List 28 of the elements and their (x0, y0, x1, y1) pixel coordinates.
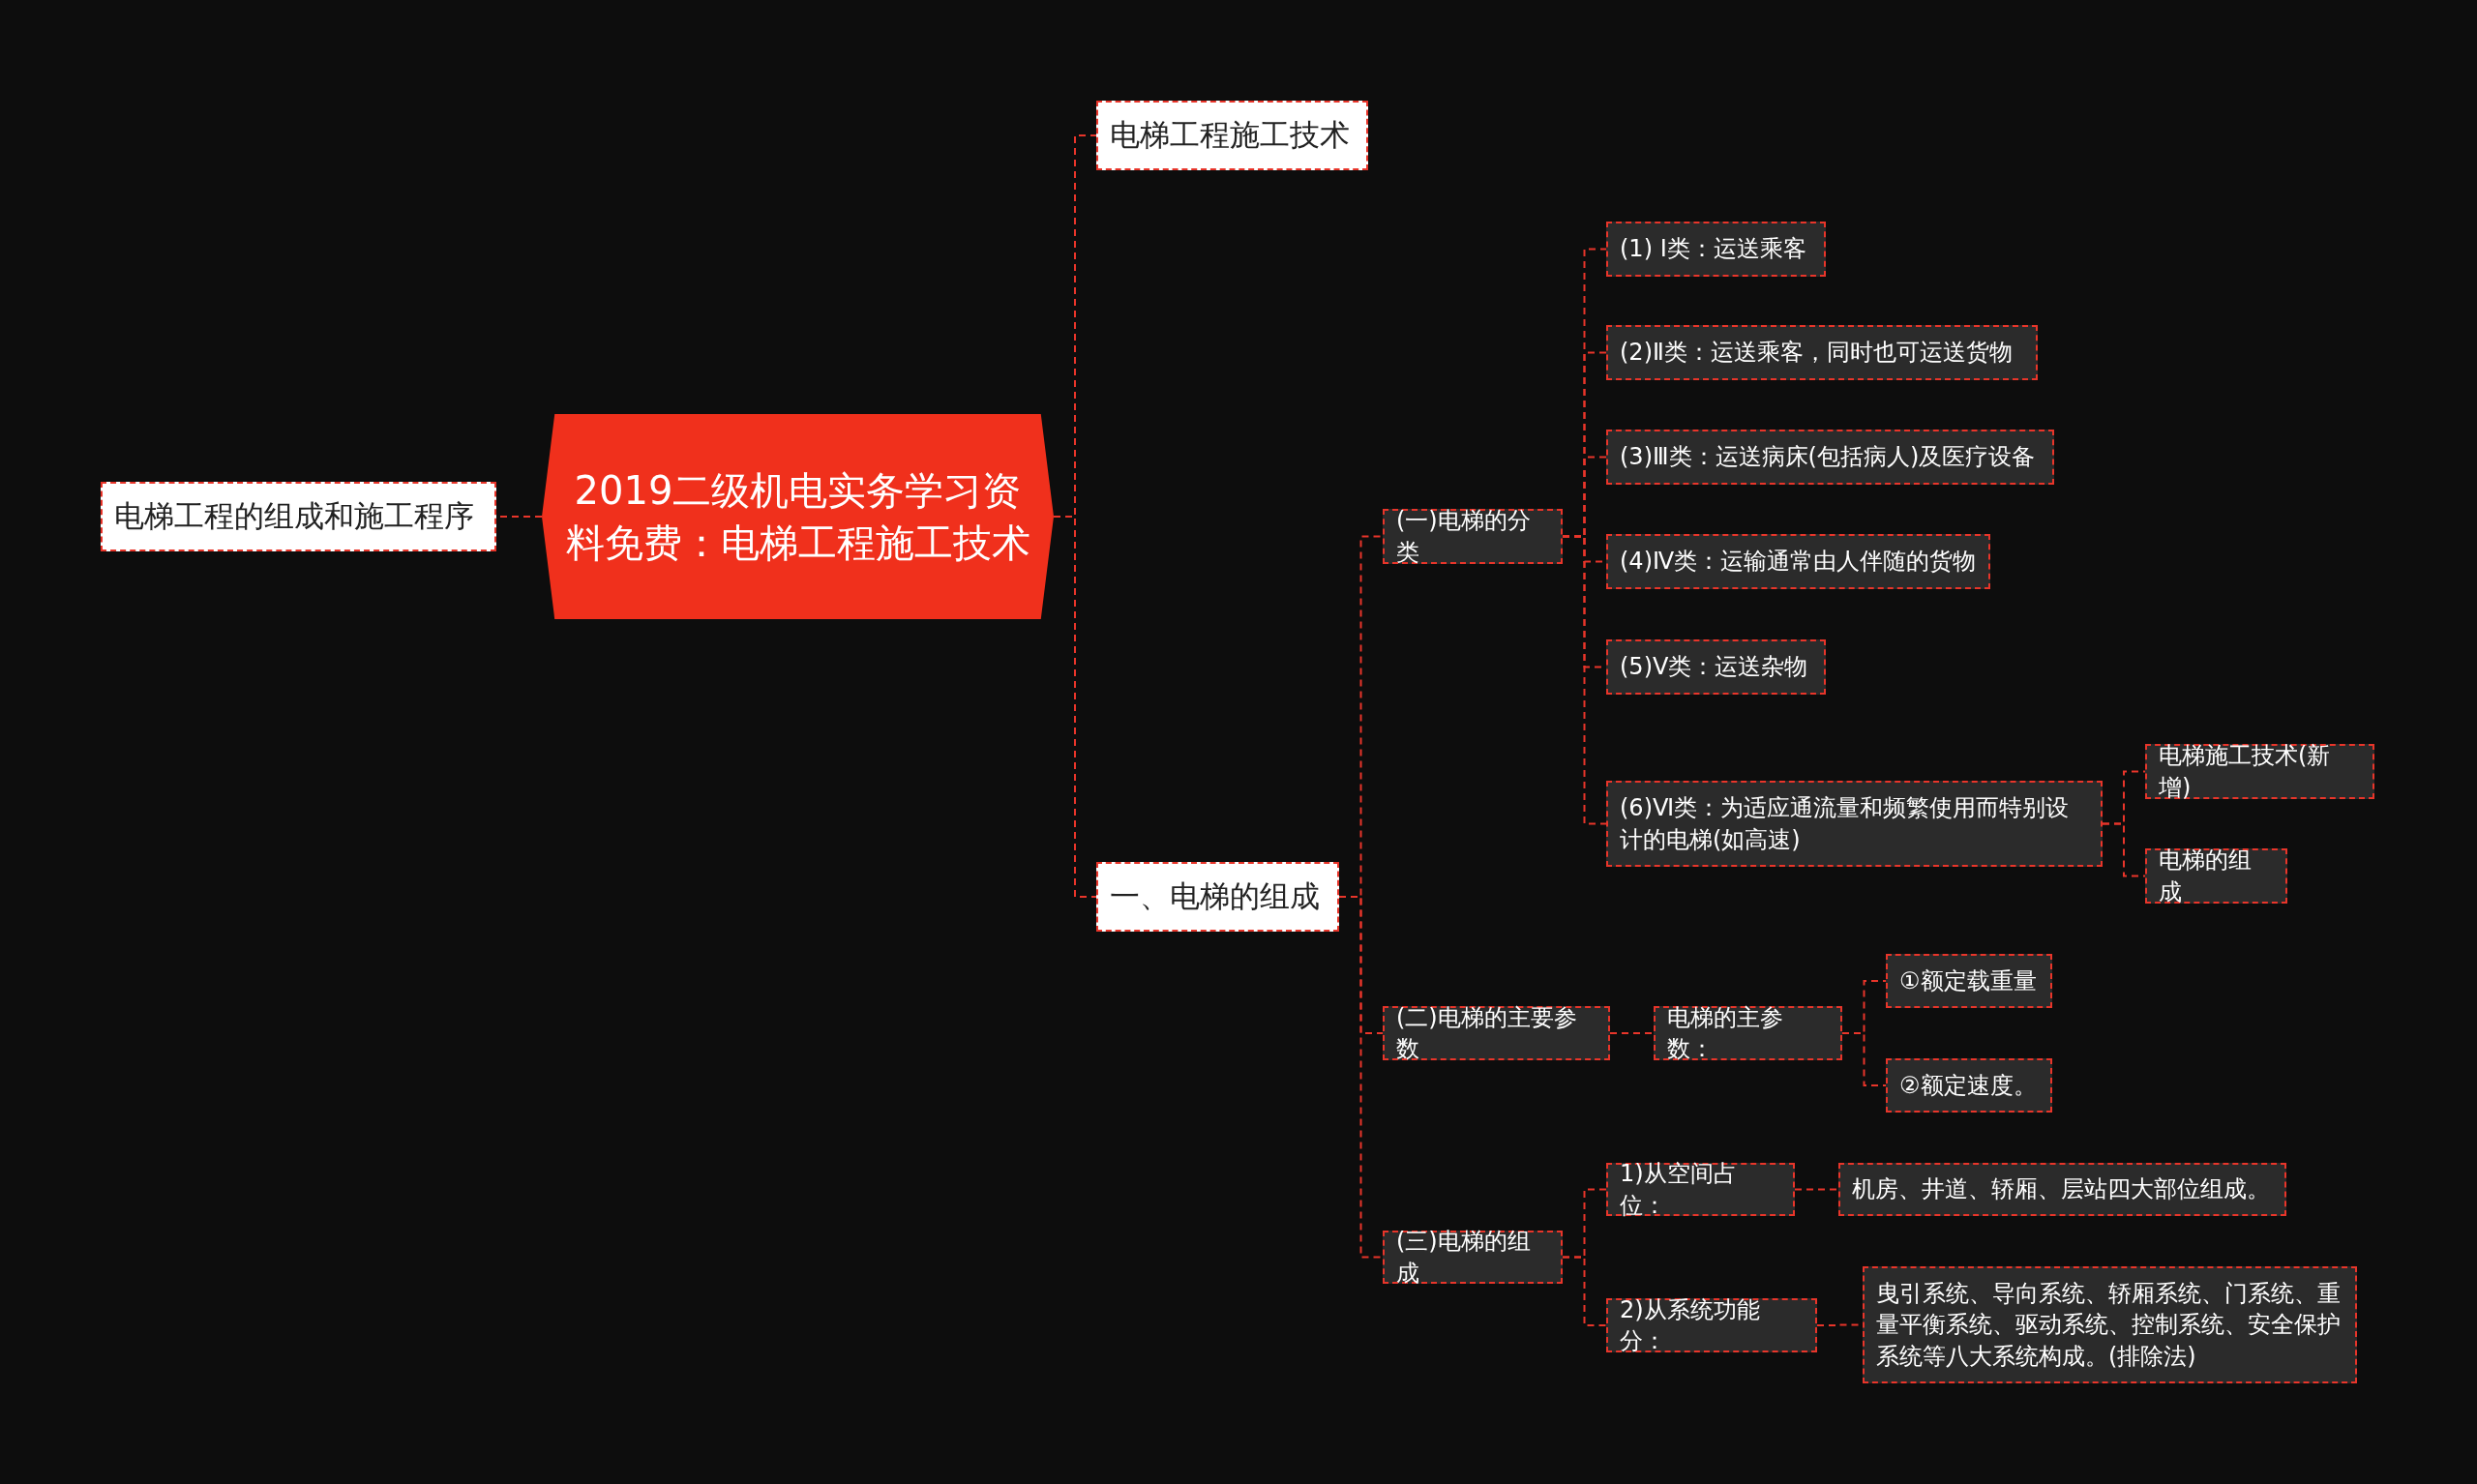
subtopic-box: (三)电梯的组成 (1383, 1231, 1563, 1284)
subtopic-box: 曳引系统、导向系统、轿厢系统、门系统、重量平衡系统、驱动系统、控制系统、安全保护系统等八大系统构成。(排除法) (1863, 1266, 2357, 1383)
subtopic-box: (3)Ⅲ类：运送病床(包括病人)及医疗设备 (1606, 430, 2054, 485)
connector-line (2102, 822, 2146, 877)
connector-line (1562, 535, 1607, 825)
subtopic-box: (5)Ⅴ类：运送杂物 (1606, 639, 1826, 695)
topic-box: 电梯工程的组成和施工程序 (101, 482, 496, 551)
subtopic-box: 电梯的组成 (2145, 848, 2287, 904)
subtopic-box: 电梯的主参数： (1654, 1006, 1842, 1060)
subtopic-box: (二)电梯的主要参数 (1383, 1006, 1610, 1060)
subtopic-box: 电梯施工技术(新增) (2145, 744, 2374, 799)
central-topic: 2019二级机电实务学习资料免费：电梯工程施工技术 (542, 414, 1054, 619)
subtopic-box: ①额定载重量 (1886, 954, 2052, 1008)
subtopic-box: 1)从空间占位： (1606, 1163, 1795, 1216)
subtopic-box: 2)从系统功能分： (1606, 1298, 1817, 1352)
connector-line (1841, 1032, 1887, 1086)
subtopic-box: ②额定速度。 (1886, 1058, 2052, 1113)
connector-line (1562, 1256, 1607, 1326)
subtopic-box: (4)Ⅳ类：运输通常由人伴随的货物 (1606, 534, 1990, 589)
subtopic-box: (1) Ⅰ类：运送乘客 (1606, 222, 1826, 277)
topic-box: 电梯工程施工技术 (1096, 101, 1368, 170)
connector-line (1609, 1032, 1655, 1034)
subtopic-box: 机房、井道、轿厢、层站四大部位组成。 (1838, 1163, 2286, 1216)
subtopic-box: (2)Ⅱ类：运送乘客，同时也可运送货物 (1606, 325, 2038, 380)
subtopic-box: (6)Ⅵ类：为适应通流量和频繁使用而特别设计的电梯(如高速) (1606, 781, 2103, 867)
topic-box: 一、电梯的组成 (1096, 862, 1339, 932)
connector-line (1794, 1188, 1839, 1191)
subtopic-box: (一)电梯的分类 (1383, 509, 1563, 564)
